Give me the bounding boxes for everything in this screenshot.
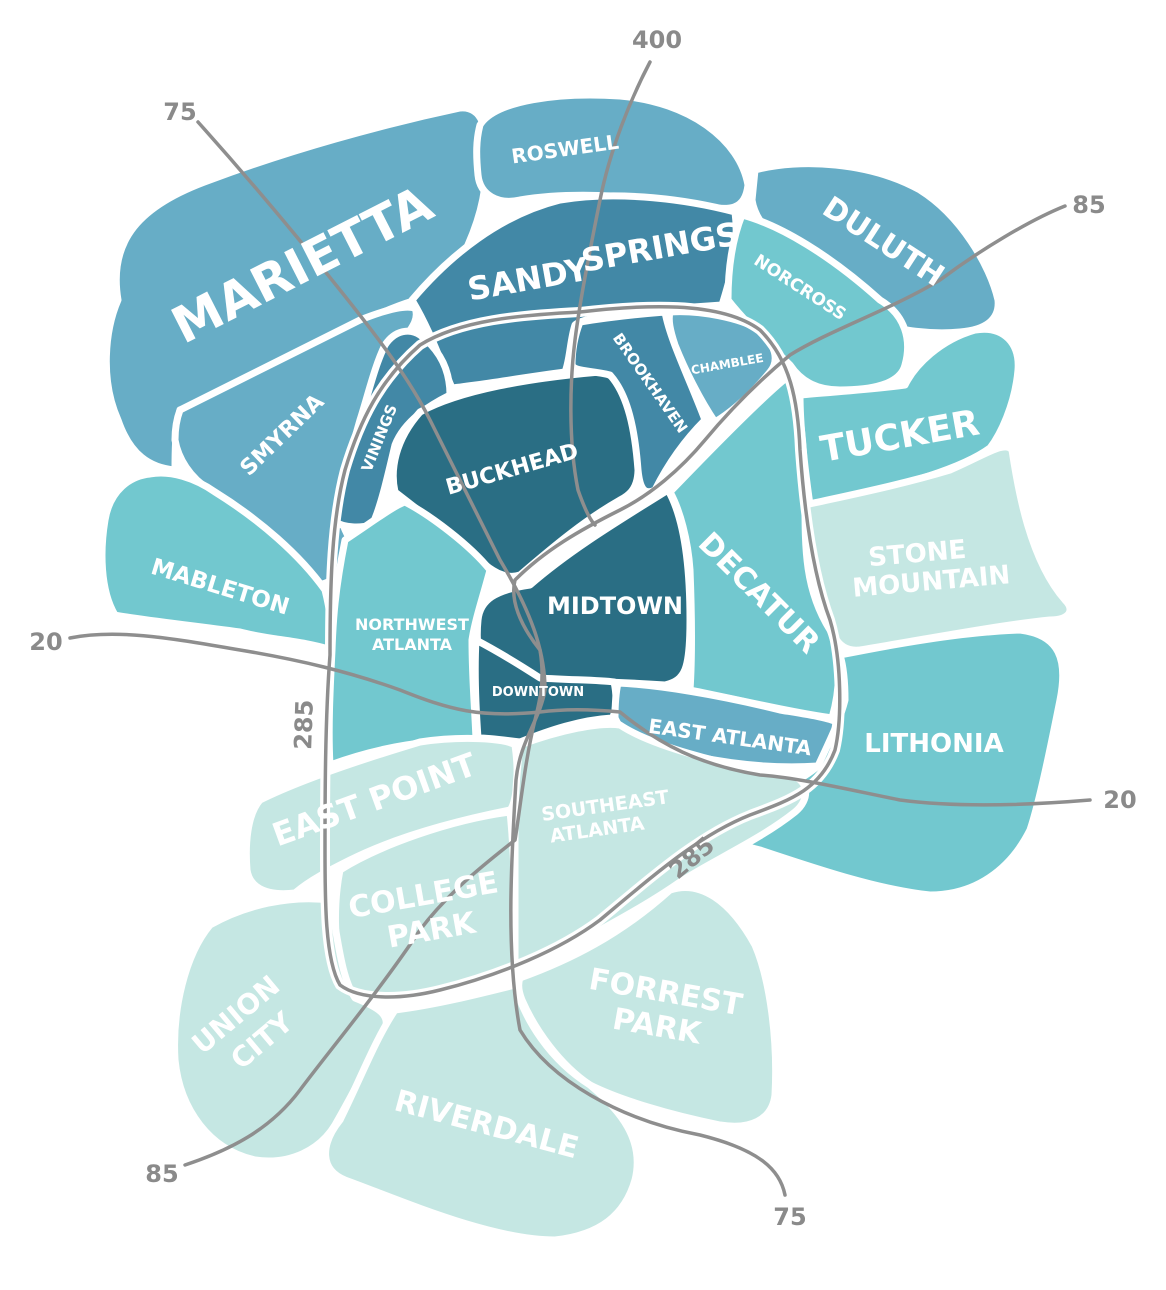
ga400-road — [569, 60, 652, 527]
i75-road — [196, 120, 787, 1197]
highway-label-20-east: 20 — [1103, 786, 1136, 814]
highway-label-400: 400 — [632, 26, 682, 54]
regions-layer — [98, 91, 1074, 1244]
label-northwest-atlanta-line2: ATLANTA — [372, 635, 453, 654]
i20-road — [68, 632, 1092, 807]
region-lithonia[interactable] — [705, 626, 1067, 899]
highway-label-85-north: 85 — [1072, 191, 1105, 219]
highway-label-85-south: 85 — [145, 1160, 178, 1188]
label-northwest-atlanta-line1: NORTHWEST — [355, 615, 469, 634]
i85-road — [183, 204, 1067, 1167]
label-downtown: DOWNTOWN — [492, 685, 584, 700]
i285-road — [323, 304, 842, 999]
region-riverdale[interactable] — [322, 981, 641, 1244]
highway-label-20-west: 20 — [29, 628, 62, 656]
roads-layer — [68, 60, 1092, 1197]
label-midtown: MIDTOWN — [547, 592, 683, 620]
label-lithonia: LITHONIA — [864, 729, 1003, 759]
highway-label-285-west: 285 — [289, 699, 319, 750]
highway-label-75-south: 75 — [773, 1203, 806, 1231]
highway-label-75-north: 75 — [163, 98, 196, 126]
